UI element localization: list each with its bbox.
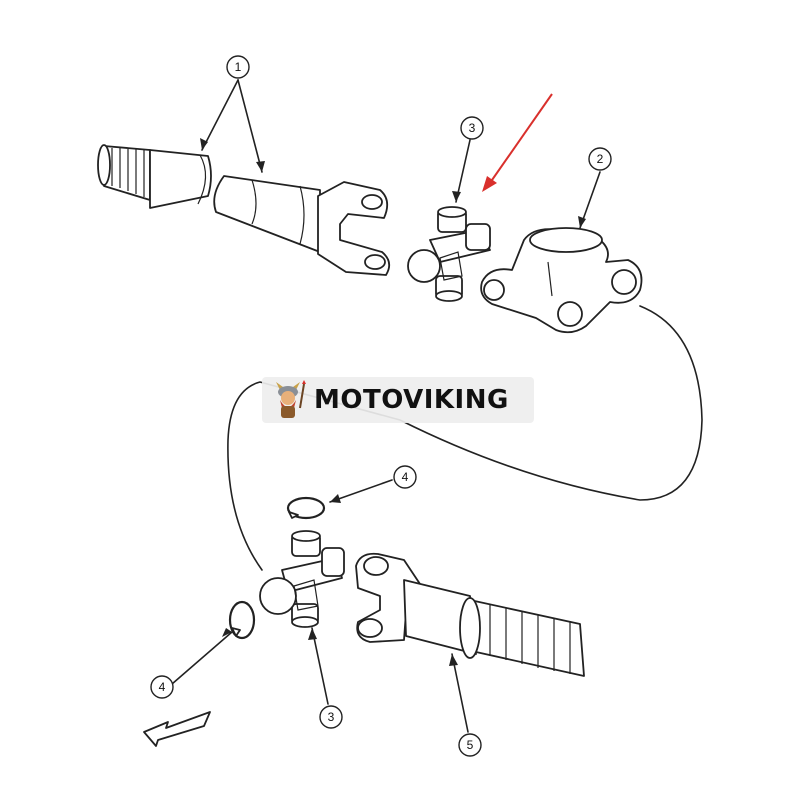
snap-ring-upper [286,496,326,520]
connection-loop-line [227,305,703,571]
direction-arrow-icon [143,711,211,747]
callout-3-lower-label: 3 [328,710,335,724]
watermark-banner: MOTOVIKING [262,377,534,423]
callout-3-upper: 3 [460,116,484,140]
callout-4-lower-label: 4 [159,680,166,694]
tube-yoke-part [213,175,391,276]
callout-5: 5 [458,733,482,757]
callout-4-upper: 4 [393,465,417,489]
callout-2-label: 2 [597,152,604,166]
viking-mascot-icon [276,380,306,418]
yoke-housing-part [480,227,643,334]
slip-yoke-part [355,552,585,677]
callout-2: 2 [588,147,612,171]
leader-arrowheads [200,138,586,666]
watermark-text: MOTOVIKING [314,385,509,415]
callout-4-lower: 4 [150,675,174,699]
callout-5-label: 5 [467,738,474,752]
highlight-arrow-icon [482,93,553,192]
callout-3-lower: 3 [319,705,343,729]
universal-joint-cross-upper [407,206,491,302]
snap-ring-lower [228,600,256,640]
universal-joint-cross-lower [259,530,345,628]
callout-1: 1 [226,55,250,79]
splined-shaft-part [97,144,212,209]
callout-3-upper-label: 3 [469,121,476,135]
callout-4-upper-label: 4 [402,470,409,484]
callout-1-label: 1 [235,60,242,74]
